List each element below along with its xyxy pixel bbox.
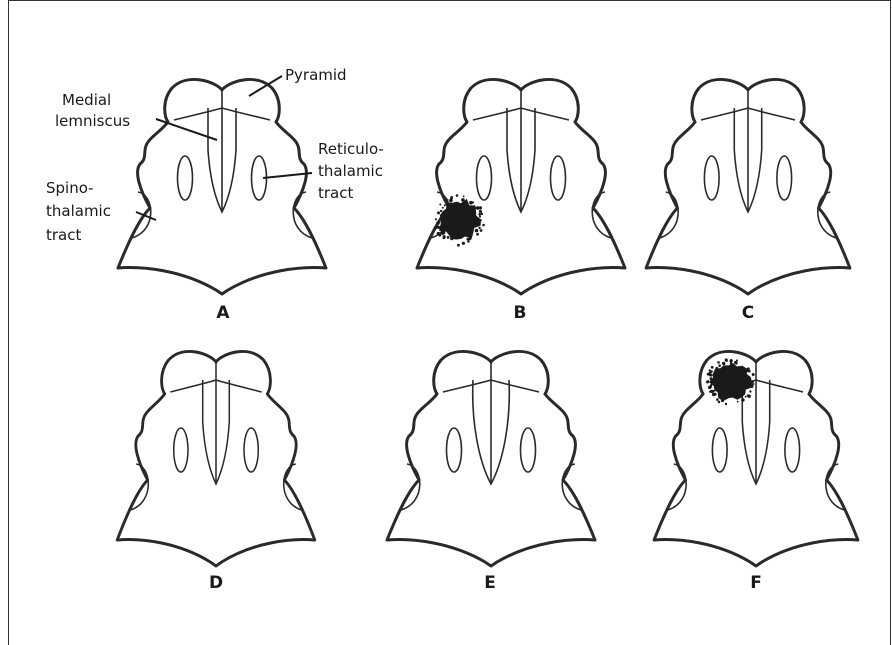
reticulothalamic-label-1: Reticulo- — [318, 140, 384, 158]
medial-lemniscus-label-1: Medial — [62, 91, 111, 109]
panel-label-d: D — [209, 573, 223, 593]
medial-lemniscus-label-2: lemniscus — [55, 112, 130, 130]
spinothalamic-label-2: thalamic — [46, 202, 111, 220]
spinothalamic-label-3: tract — [46, 226, 81, 244]
panel-label-a: A — [216, 303, 230, 323]
medial-lemniscus-leader — [156, 119, 217, 140]
panel-label-f: F — [750, 573, 762, 593]
reticulothalamic-leader — [263, 173, 312, 178]
pyramid-label: Pyramid — [285, 66, 347, 84]
panel-label-c: C — [742, 303, 754, 323]
pyramid-leader — [249, 76, 282, 96]
reticulothalamic-label-2: thalamic — [318, 162, 383, 180]
spinothalamic-label-1: Spino- — [46, 179, 94, 197]
panel-label-e: E — [484, 573, 496, 593]
spinothalamic-leader — [136, 212, 156, 220]
panel-label-b: B — [514, 303, 527, 323]
reticulothalamic-label-3: tract — [318, 184, 353, 202]
